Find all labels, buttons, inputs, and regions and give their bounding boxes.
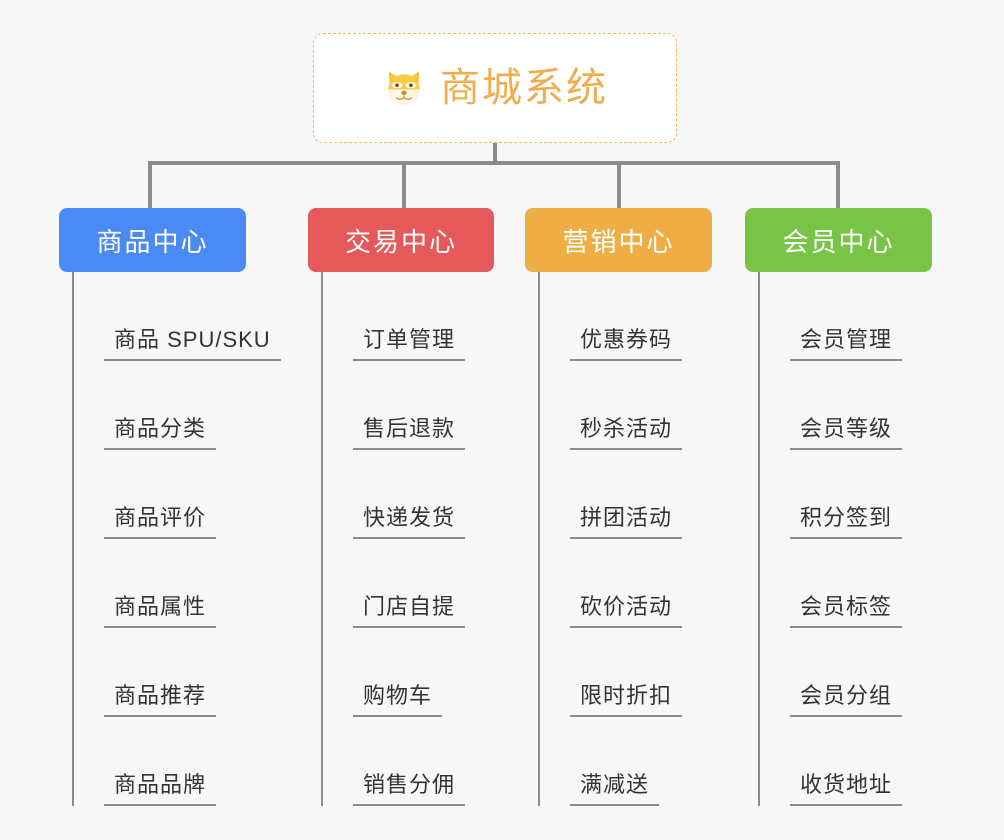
list-item[interactable]: 商品推荐 xyxy=(74,628,246,717)
branch-header-3[interactable]: 营销中心 xyxy=(525,208,712,272)
list-item[interactable]: 限时折扣 xyxy=(540,628,712,717)
root-node[interactable]: 商城系统 xyxy=(313,33,677,143)
connector-drop-1 xyxy=(148,161,152,208)
list-item[interactable]: 会员等级 xyxy=(760,361,932,450)
dog-face-icon xyxy=(382,66,426,110)
list-item[interactable]: 会员分组 xyxy=(760,628,932,717)
root-title: 商城系统 xyxy=(440,66,608,110)
list-item[interactable]: 购物车 xyxy=(323,628,494,717)
branch-column-1: 商品中心 商品 SPU/SKU 商品分类 商品评价 商品属性 商品推荐 商品品牌 xyxy=(59,208,281,806)
list-item[interactable]: 会员管理 xyxy=(760,272,932,361)
list-item[interactable]: 门店自提 xyxy=(323,539,494,628)
list-item-label: 会员管理 xyxy=(790,326,903,361)
list-item-label: 商品推荐 xyxy=(104,682,217,717)
branch-header-2[interactable]: 交易中心 xyxy=(308,208,494,272)
list-item-label: 销售分佣 xyxy=(353,771,466,806)
list-item-label: 商品属性 xyxy=(104,593,217,628)
list-item-label: 商品品牌 xyxy=(104,771,217,806)
list-item[interactable]: 商品分类 xyxy=(74,361,246,450)
list-item[interactable]: 秒杀活动 xyxy=(540,361,712,450)
branch-column-2: 交易中心 订单管理 售后退款 快递发货 门店自提 购物车 销售分佣 xyxy=(308,208,494,806)
list-item-label: 满减送 xyxy=(570,771,660,806)
list-item-label: 优惠券码 xyxy=(570,326,683,361)
list-item[interactable]: 销售分佣 xyxy=(323,717,494,806)
branch-column-4: 会员中心 会员管理 会员等级 积分签到 会员标签 会员分组 收货地址 xyxy=(745,208,932,806)
list-item[interactable]: 砍价活动 xyxy=(540,539,712,628)
list-item-label: 会员分组 xyxy=(790,682,903,717)
list-item[interactable]: 积分签到 xyxy=(760,450,932,539)
list-item-label: 快递发货 xyxy=(353,504,466,539)
connector-drop-4 xyxy=(836,161,840,208)
list-item[interactable]: 拼团活动 xyxy=(540,450,712,539)
branch-items-4: 会员管理 会员等级 积分签到 会员标签 会员分组 收货地址 xyxy=(758,272,932,806)
list-item-label: 收货地址 xyxy=(790,771,903,806)
list-item[interactable]: 商品品牌 xyxy=(74,717,246,806)
list-item-label: 订单管理 xyxy=(353,326,466,361)
connector-drop-2 xyxy=(402,161,406,208)
list-item[interactable]: 商品评价 xyxy=(74,450,246,539)
list-item[interactable]: 会员标签 xyxy=(760,539,932,628)
list-item-label: 砍价活动 xyxy=(570,593,683,628)
list-item-label: 商品分类 xyxy=(104,415,217,450)
list-item-label: 商品 SPU/SKU xyxy=(104,326,281,361)
list-item[interactable]: 商品 SPU/SKU xyxy=(74,272,281,361)
branch-items-3: 优惠券码 秒杀活动 拼团活动 砍价活动 限时折扣 满减送 xyxy=(538,272,712,806)
branch-column-3: 营销中心 优惠券码 秒杀活动 拼团活动 砍价活动 限时折扣 满减送 xyxy=(525,208,712,806)
list-item[interactable]: 满减送 xyxy=(540,717,712,806)
list-item-label: 拼团活动 xyxy=(570,504,683,539)
connector-drop-3 xyxy=(617,161,621,208)
branch-label: 会员中心 xyxy=(782,226,895,257)
list-item[interactable]: 商品属性 xyxy=(74,539,246,628)
list-item[interactable]: 售后退款 xyxy=(323,361,494,450)
list-item-label: 会员等级 xyxy=(790,415,903,450)
list-item-label: 限时折扣 xyxy=(570,682,683,717)
list-item[interactable]: 订单管理 xyxy=(323,272,494,361)
branch-label: 营销中心 xyxy=(562,226,675,257)
list-item-label: 积分签到 xyxy=(790,504,903,539)
list-item-label: 商品评价 xyxy=(104,504,217,539)
list-item-label: 售后退款 xyxy=(353,415,466,450)
list-item[interactable]: 优惠券码 xyxy=(540,272,712,361)
branch-label: 商品中心 xyxy=(96,226,209,257)
list-item[interactable]: 快递发货 xyxy=(323,450,494,539)
list-item-label: 购物车 xyxy=(353,682,443,717)
branch-items-2: 订单管理 售后退款 快递发货 门店自提 购物车 销售分佣 xyxy=(321,272,494,806)
branch-label: 交易中心 xyxy=(344,226,457,257)
list-item-label: 会员标签 xyxy=(790,593,903,628)
branch-header-4[interactable]: 会员中心 xyxy=(745,208,932,272)
list-item-label: 门店自提 xyxy=(353,593,466,628)
list-item[interactable]: 收货地址 xyxy=(760,717,932,806)
list-item-label: 秒杀活动 xyxy=(570,415,683,450)
connector-root-stem xyxy=(493,143,497,164)
connector-bus xyxy=(148,161,840,165)
branch-header-1[interactable]: 商品中心 xyxy=(59,208,246,272)
branch-items-1: 商品 SPU/SKU 商品分类 商品评价 商品属性 商品推荐 商品品牌 xyxy=(72,272,281,806)
